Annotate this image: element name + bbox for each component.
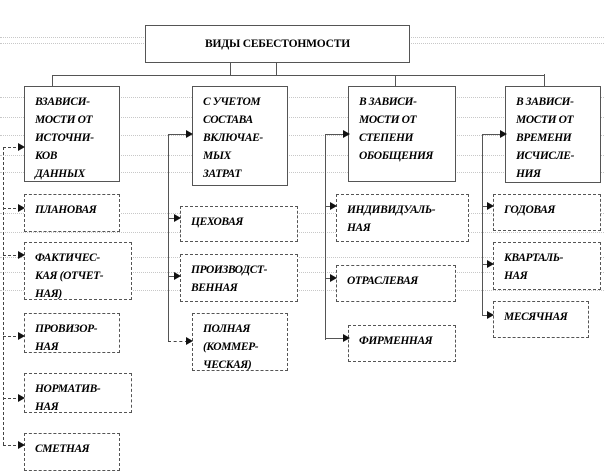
title-box: ВИДЫ СЕБЕСТОНМОСТИ xyxy=(145,25,410,63)
arrow-icon xyxy=(500,130,507,138)
type-box-provisional: ПРОВИЗОР- НАЯ xyxy=(24,313,120,353)
arrow-icon xyxy=(18,204,25,212)
type-box-production: ПРОИЗВОДСТ- ВЕННАЯ xyxy=(180,254,298,302)
connector-col4 xyxy=(482,134,483,316)
title-stem xyxy=(276,63,277,76)
category-box-generalization: В ЗАВИСИ- МОСТИ ОТ СТЕПЕНИ ОБОБЩЕНИЯ xyxy=(348,86,456,182)
category-label: В ЗАВИСИ- МОСТИ ОТ ВРЕМЕНИ ИСЧИСЛЕ- НИЯ xyxy=(516,96,575,180)
type-box-industry: ОТРАСЛЕВАЯ xyxy=(336,265,456,302)
type-box-quarterly: КВАРТАЛЬ- НАЯ xyxy=(493,242,601,290)
connector-col3 xyxy=(325,134,326,340)
type-box-planned: ПЛАНОВАЯ xyxy=(24,194,120,232)
category-box-source: ВЗАВИСИ- МОСТИ ОТ ИСТОЧНИ- КОВ ДАННЫХ xyxy=(24,86,120,182)
stem-col3 xyxy=(395,75,396,87)
bus-line xyxy=(52,75,544,76)
connector-col1 xyxy=(3,147,4,445)
arrow-icon xyxy=(330,274,337,282)
category-label: В ЗАВИСИ- МОСТИ ОТ СТЕПЕНИ ОБОБЩЕНИЯ xyxy=(359,96,434,162)
arrow-icon xyxy=(487,260,494,268)
arrow-icon xyxy=(343,130,350,138)
category-box-time: В ЗАВИСИ- МОСТИ ОТ ВРЕМЕНИ ИСЧИСЛЕ- НИЯ xyxy=(505,86,601,183)
category-label: ВЗАВИСИ- МОСТИ ОТ ИСТОЧНИ- КОВ ДАННЫХ xyxy=(35,96,94,180)
type-box-shop: ЦЕХОВАЯ xyxy=(180,206,298,242)
arrow-icon xyxy=(174,214,181,222)
arrow-icon xyxy=(186,130,193,138)
type-box-normative: НОРМАТИВ- НАЯ xyxy=(24,373,132,413)
type-box-actual: ФАКТИЧЕС- КАЯ (ОТЧЕТ- НАЯ) xyxy=(24,242,132,300)
type-box-annual: ГОДОВАЯ xyxy=(493,194,601,231)
arrow-icon xyxy=(18,441,25,449)
stem-col4 xyxy=(544,74,545,87)
arrow-icon xyxy=(18,332,25,340)
type-box-individual: ИНДИВИДУАЛЬ- НАЯ xyxy=(336,194,469,242)
arrow-icon xyxy=(343,334,350,342)
type-box-full: ПОЛНАЯ (КОММЕР- ЧЕСКАЯ) xyxy=(192,313,288,371)
type-box-company: ФИРМЕННАЯ xyxy=(348,325,456,362)
category-box-composition: С УЧЕТОМ СОСТАВА ВКЛЮЧАЕ- МЫХ ЗАТРАТ xyxy=(192,86,288,186)
arrow-icon xyxy=(487,311,494,319)
stem-col1 xyxy=(52,75,53,87)
arrow-icon xyxy=(330,202,337,210)
diagram-title: ВИДЫ СЕБЕСТОНМОСТИ xyxy=(205,38,350,50)
type-box-monthly: МЕСЯЧНАЯ xyxy=(493,301,589,338)
arrow-icon xyxy=(18,394,25,402)
connector-col2 xyxy=(168,134,169,342)
type-box-estimate: СМЕТНАЯ xyxy=(24,433,120,471)
category-label: С УЧЕТОМ СОСТАВА ВКЛЮЧАЕ- МЫХ ЗАТРАТ xyxy=(203,96,263,180)
stem-col2 xyxy=(230,62,231,75)
arrow-icon xyxy=(18,251,25,259)
arrow-icon xyxy=(186,337,193,345)
arrow-icon xyxy=(174,272,181,280)
arrow-icon xyxy=(18,143,25,151)
arrow-icon xyxy=(487,202,494,210)
